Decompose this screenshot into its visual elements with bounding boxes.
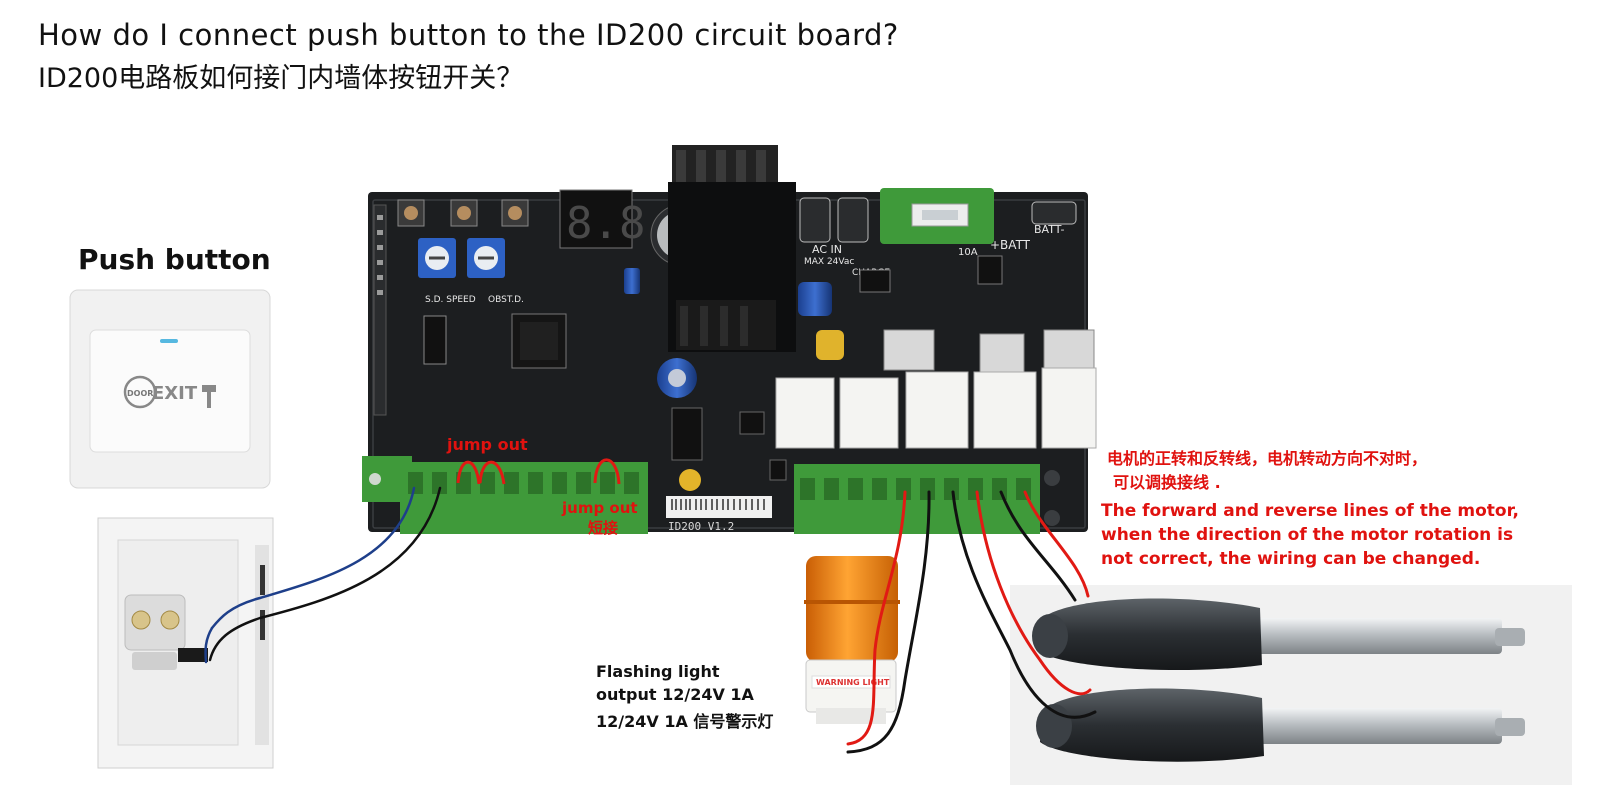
terminal-screw-icon: [161, 611, 179, 629]
motor-note-cn-line2: 可以调换接线 .: [1113, 469, 1221, 493]
board-model-label: ID200 V1.2: [668, 520, 734, 533]
batt-minus-label: BATT-: [1034, 223, 1064, 236]
motor-note-en-line3: not correct, the wiring can be changed.: [1101, 549, 1480, 569]
svg-text:8.8: 8.8: [566, 198, 645, 249]
motor-actuators: [1010, 585, 1572, 785]
jump-out-chinese-label: 短接: [588, 519, 618, 537]
heatsink: [668, 145, 796, 352]
warning-light-label: WARNING LIGHT: [816, 678, 890, 687]
door-text: DOOR: [127, 389, 153, 398]
exit-text: EXIT: [152, 383, 198, 404]
id200-circuit-board: S.D. SPEED OBST.D. 8.8: [362, 145, 1096, 534]
flashing-light-line1: Flashing light: [596, 662, 719, 681]
indicator-led-icon: [160, 339, 178, 343]
flashing-light-line2: output 12/24V 1A: [596, 685, 754, 704]
obst-label: OBST.D.: [488, 295, 524, 305]
motor-note-en-line1: The forward and reverse lines of the mot…: [1101, 501, 1519, 521]
push-button-device: DOOR EXIT: [70, 290, 270, 488]
switch-back-photo: [98, 518, 273, 768]
jump-out-bottom-label: jump out: [561, 499, 638, 517]
flashing-light-line3: 12/24V 1A 信号警示灯: [596, 708, 773, 732]
microcontroller-chip: [512, 314, 566, 368]
fuse-holder: [880, 188, 994, 244]
batt-plus-label: +BATT: [990, 238, 1031, 252]
jump-out-top-label: jump out: [446, 435, 528, 454]
fuse-label: 10A: [958, 247, 978, 258]
ac-in-label: AC IN: [812, 243, 842, 256]
motor-note-en-line2: when the direction of the motor rotation…: [1101, 525, 1513, 545]
tact-switch-group: [398, 200, 528, 226]
terminal-screw-icon: [132, 611, 150, 629]
ac-max-label: MAX 24Vac: [804, 257, 854, 267]
flashing-light: WARNING LIGHT: [804, 556, 900, 724]
motor-note-cn-line1: 电机的正转和反转线，电机转动方向不对时，: [1107, 445, 1427, 469]
speed-label: S.D. SPEED: [425, 295, 476, 305]
relay-bank: [776, 368, 1096, 448]
seven-segment-display: 8.8: [560, 190, 645, 249]
